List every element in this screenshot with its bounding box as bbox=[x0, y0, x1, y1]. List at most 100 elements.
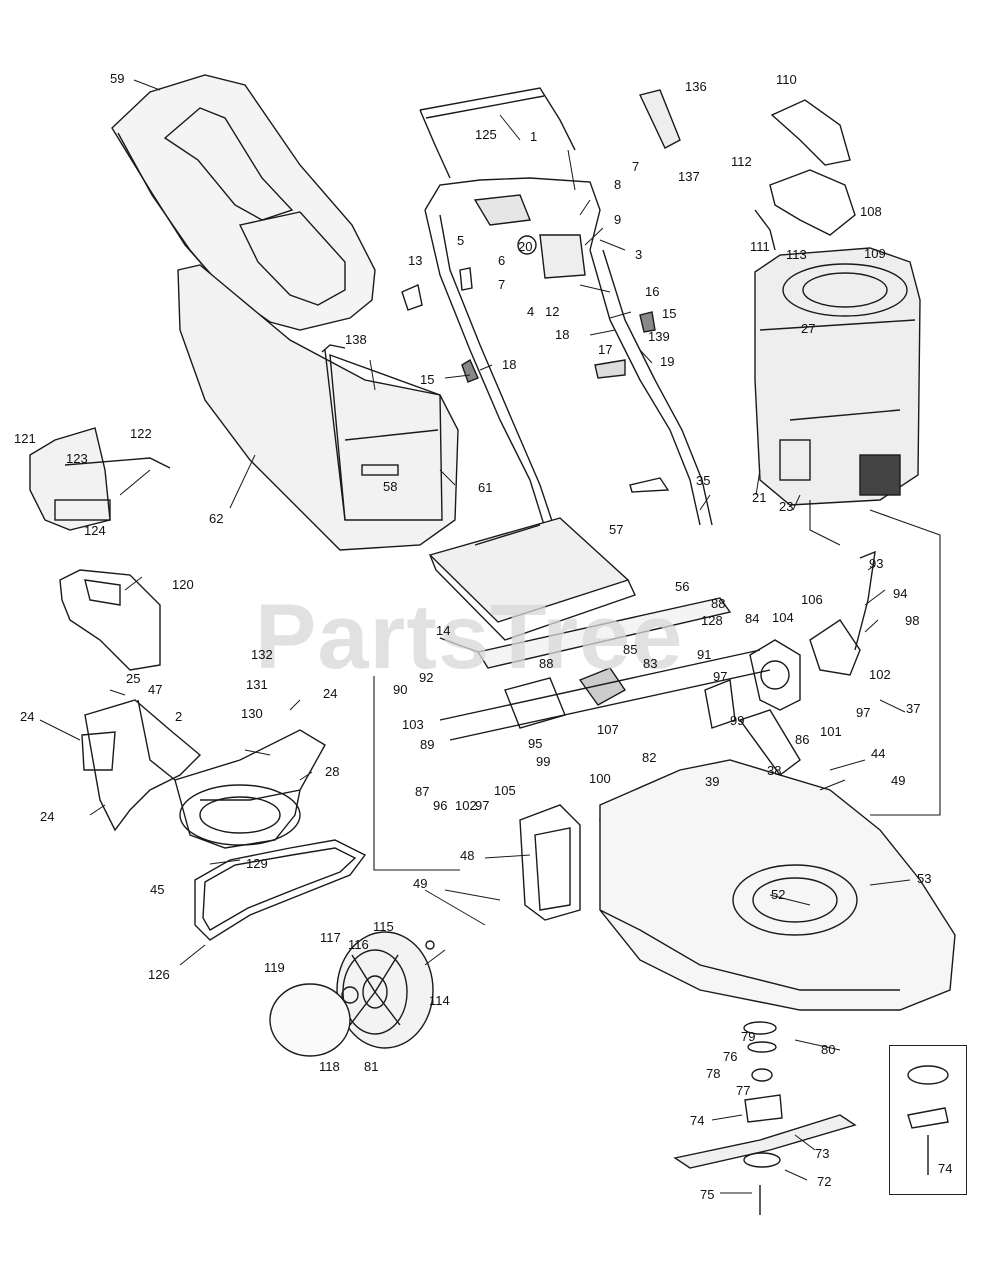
callout-74-inset: 74 bbox=[938, 1161, 953, 1176]
callout-5: 5 bbox=[457, 233, 465, 248]
callout-61: 61 bbox=[478, 480, 493, 495]
callout-1: 1 bbox=[530, 129, 538, 144]
blade-assembly bbox=[673, 1021, 857, 1215]
callout-119: 119 bbox=[264, 960, 285, 975]
callout-102-left: 102 bbox=[455, 798, 477, 813]
callout-97-mid: 97 bbox=[713, 669, 728, 684]
callout-115: 115 bbox=[373, 919, 394, 934]
callout-110: 110 bbox=[776, 72, 797, 87]
callout-120: 120 bbox=[172, 577, 194, 592]
callout-7-lower: 7 bbox=[498, 277, 506, 292]
callout-77: 77 bbox=[736, 1083, 751, 1098]
callout-59: 59 bbox=[110, 71, 125, 86]
callout-107: 107 bbox=[597, 722, 619, 737]
callout-94: 94 bbox=[893, 586, 908, 601]
hinge-rod bbox=[439, 597, 732, 669]
callout-118: 118 bbox=[319, 1059, 340, 1074]
callout-6: 6 bbox=[498, 253, 506, 268]
callout-129: 129 bbox=[246, 856, 268, 871]
callout-98: 98 bbox=[905, 613, 920, 628]
callout-28: 28 bbox=[325, 764, 340, 779]
callout-89: 89 bbox=[420, 737, 435, 752]
callout-117: 117 bbox=[320, 930, 341, 945]
callout-103: 103 bbox=[402, 717, 424, 732]
callout-52: 52 bbox=[771, 887, 786, 902]
callout-24-bottom: 24 bbox=[40, 809, 55, 824]
callout-16: 16 bbox=[645, 284, 660, 299]
callout-130: 130 bbox=[241, 706, 263, 721]
callout-99-mid: 99 bbox=[536, 754, 551, 769]
callout-85: 85 bbox=[623, 642, 638, 657]
transmission bbox=[439, 639, 801, 776]
callout-25: 25 bbox=[126, 671, 141, 686]
inset-box bbox=[889, 1045, 967, 1195]
callout-108: 108 bbox=[860, 204, 882, 219]
callout-56: 56 bbox=[675, 579, 690, 594]
callout-75: 75 bbox=[700, 1187, 715, 1202]
callout-44: 44 bbox=[871, 746, 886, 761]
engine bbox=[754, 247, 921, 506]
callout-80: 80 bbox=[821, 1042, 836, 1057]
callout-123: 123 bbox=[66, 451, 88, 466]
callout-38: 38 bbox=[767, 763, 782, 778]
callout-48: 48 bbox=[460, 848, 475, 863]
callout-53: 53 bbox=[917, 871, 932, 886]
callout-114: 114 bbox=[429, 993, 450, 1008]
callout-84: 84 bbox=[745, 611, 760, 626]
callout-122: 122 bbox=[130, 426, 152, 441]
handle-assembly bbox=[401, 87, 713, 596]
callout-14: 14 bbox=[436, 623, 451, 638]
callout-21: 21 bbox=[752, 490, 767, 505]
callout-95: 95 bbox=[528, 736, 543, 751]
callout-2: 2 bbox=[175, 709, 183, 724]
callout-101: 101 bbox=[820, 724, 842, 739]
callout-49-right: 49 bbox=[891, 773, 906, 788]
callout-105: 105 bbox=[494, 783, 516, 798]
callout-124: 124 bbox=[84, 523, 106, 538]
callout-104: 104 bbox=[772, 610, 794, 625]
callout-39: 39 bbox=[705, 774, 720, 789]
callout-76: 76 bbox=[723, 1049, 738, 1064]
callout-83: 83 bbox=[643, 656, 658, 671]
callout-121: 121 bbox=[14, 431, 36, 446]
callout-106: 106 bbox=[801, 592, 823, 607]
callout-116: 116 bbox=[348, 937, 369, 952]
callout-24-left: 24 bbox=[20, 709, 35, 724]
callout-7-upper: 7 bbox=[632, 159, 640, 174]
drive-lever bbox=[809, 550, 876, 676]
callout-58: 58 bbox=[383, 479, 398, 494]
rear-guard bbox=[81, 699, 326, 849]
callout-88-upper: 88 bbox=[711, 596, 726, 611]
callout-128: 128 bbox=[701, 613, 723, 628]
callout-17: 17 bbox=[598, 342, 613, 357]
callout-8: 8 bbox=[614, 177, 622, 192]
callout-20: 20 bbox=[518, 239, 533, 254]
callout-113: 113 bbox=[786, 247, 807, 262]
callout-49-left: 49 bbox=[413, 876, 428, 891]
callout-79: 79 bbox=[741, 1029, 756, 1044]
callout-86: 86 bbox=[795, 732, 810, 747]
callout-81: 81 bbox=[364, 1059, 379, 1074]
callout-132: 132 bbox=[251, 647, 273, 662]
callout-88-lower: 88 bbox=[539, 656, 554, 671]
callout-18-left: 18 bbox=[502, 357, 517, 372]
callout-139: 139 bbox=[648, 329, 670, 344]
callout-47: 47 bbox=[148, 682, 163, 697]
mulch-cover bbox=[754, 99, 856, 251]
callout-138: 138 bbox=[345, 332, 367, 347]
callout-91: 91 bbox=[697, 647, 712, 662]
callout-15-right: 15 bbox=[662, 306, 677, 321]
mower-deck bbox=[599, 759, 956, 1011]
callout-9: 9 bbox=[614, 212, 622, 227]
callout-93: 93 bbox=[869, 556, 884, 571]
callout-136: 136 bbox=[685, 79, 707, 94]
callout-3: 3 bbox=[635, 247, 643, 262]
chute-deflector bbox=[29, 427, 171, 671]
callout-35: 35 bbox=[696, 473, 711, 488]
callout-137: 137 bbox=[678, 169, 700, 184]
callout-73: 73 bbox=[815, 1146, 830, 1161]
leader-lines bbox=[39, 79, 911, 1194]
callout-100: 100 bbox=[589, 771, 611, 786]
callout-18-right: 18 bbox=[555, 327, 570, 342]
callout-111: 111 bbox=[750, 239, 770, 254]
